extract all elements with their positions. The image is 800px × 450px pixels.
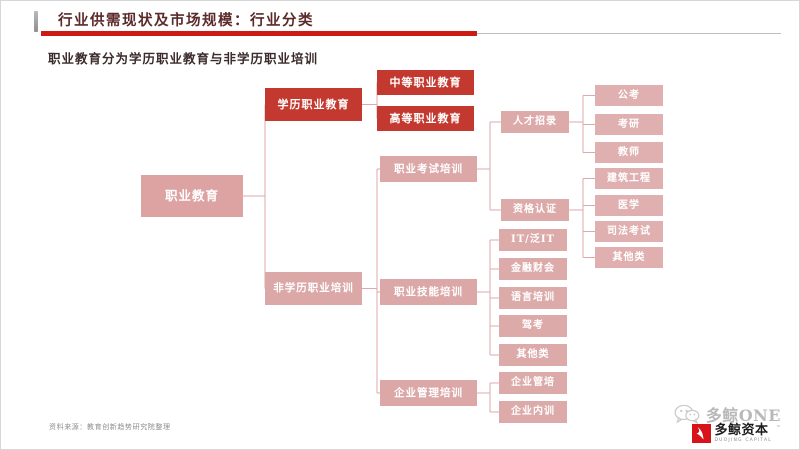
tree-node: 建筑工程 [595,168,663,189]
tree-node-label: 其他类 [516,349,550,360]
capital-logo: 多鲸资本 DUOJING CAPITAL ™ [691,424,781,444]
tree-node-label: 企业管理培训 [394,386,463,399]
tree-node-label: 学历职业教育 [277,98,350,111]
whale-logo-icon [691,424,711,444]
tree-node: 中等职业教育 [377,70,474,95]
tree-node-label: 企业管培 [511,377,555,388]
source-note: 资料来源：教育创新趋势研究院整理 [49,423,171,431]
tree-node: 司法考试 [595,221,663,242]
tree-node: 医学 [595,195,663,216]
capital-text: 多鲸资本 DUOJING CAPITAL [715,424,773,444]
tree-node: 职业考试培训 [380,156,477,182]
tree-node: 教师 [595,142,663,163]
tree-node: 公考 [595,85,663,106]
tree-node: 金融财会 [499,258,567,280]
tree-node-label: 公考 [618,89,640,101]
tree-node-label: 其他类 [612,251,646,263]
page-subtitle: 职业教育分为学历职业教育与非学历职业培训 [48,51,319,66]
tree-node-label: 非学历职业培训 [273,282,354,295]
tree-node-label: 职业教育 [164,187,219,203]
tree-node: 高等职业教育 [377,106,474,131]
tree-node: 人才招录 [501,111,569,133]
brand-primary: 多鲸ONE [674,402,781,426]
tree-node: 非学历职业培训 [265,272,362,305]
trademark-symbol: ™ [776,425,781,431]
tree-node: 学历职业教育 [265,88,362,121]
tree-node: 职业教育 [141,175,243,217]
tree-node-label: 企业内训 [511,406,555,417]
tree-node: 驾考 [499,315,567,337]
tree-node-label: IT/泛IT [511,234,555,245]
tree-node: 企业内训 [499,401,567,423]
title-underline-grey [477,33,781,34]
tree-node-label: 建筑工程 [607,172,651,184]
tree-node: 资格认证 [501,199,569,221]
tree-node-label: 金融财会 [511,263,555,274]
tree-node-label: 考研 [618,118,640,130]
tree-node: 企业管理培训 [380,380,477,406]
tree-node: 其他类 [595,247,663,268]
page-title: 行业供需现状及市场规模：行业分类 [58,12,314,29]
tree-node: 其他类 [499,344,567,366]
tree-node-label: 职业考试培训 [394,162,463,175]
tree-node: 职业技能培训 [380,279,477,305]
title-accent-bar [34,11,38,32]
tree-node-label: 语言培训 [511,292,555,303]
tree-node: 考研 [595,114,663,135]
tree-node-label: 资格认证 [513,204,557,215]
tree-node-label: 高等职业教育 [389,112,462,125]
tree-node-label: 教师 [618,146,640,158]
tree-node-label: 职业技能培训 [394,285,463,298]
capital-name-en: DUOJING CAPITAL [714,438,772,443]
tree-node: 语言培训 [499,287,567,309]
tree-node-label: 医学 [618,199,640,211]
tree-node-label: 司法考试 [607,225,651,237]
tree-node-label: 人才招录 [513,116,557,127]
title-underline-red [41,31,477,36]
capital-name-cn: 多鲸资本 [714,423,769,438]
tree-node-label: 驾考 [522,320,544,331]
tree-node: IT/泛IT [499,229,567,251]
brand-name: 多鲸ONE [705,406,781,425]
brand-block: 多鲸ONE 多鲸资本 DUOJING CAPITAL ™ [606,402,781,444]
tree-node-label: 中等职业教育 [389,76,462,89]
tree-node: 企业管培 [499,372,567,394]
wechat-icon [674,404,700,424]
